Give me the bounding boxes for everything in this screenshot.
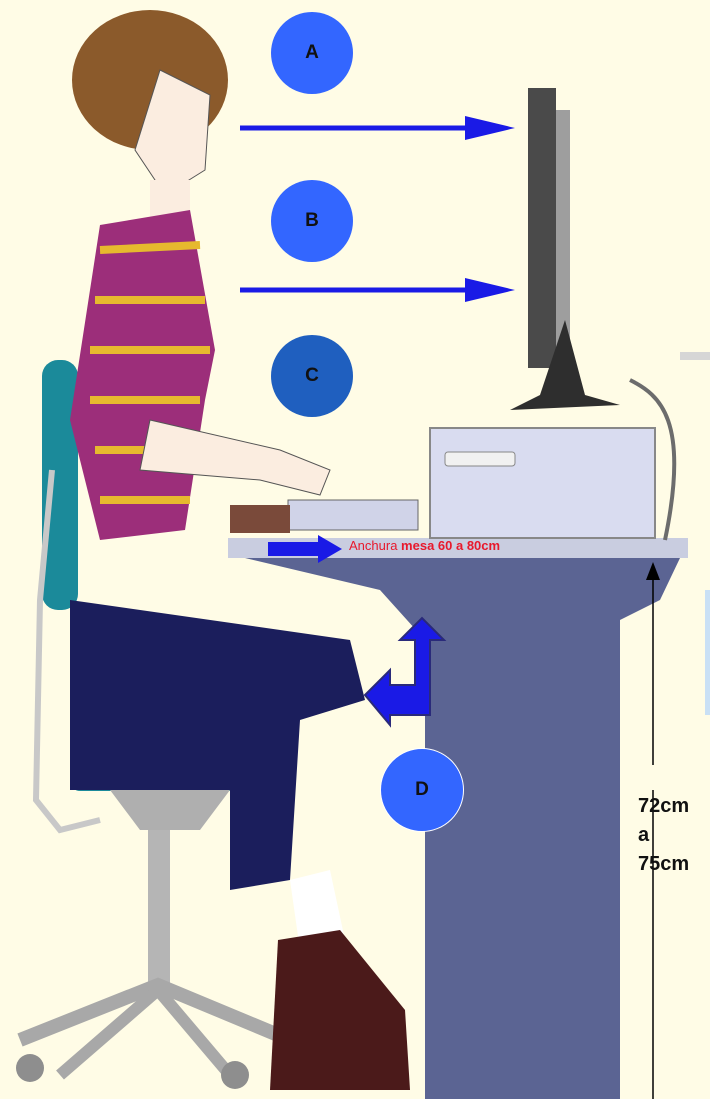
- desk-width-label-prefix: Anchura: [349, 538, 401, 553]
- desk-height-min: 72cm: [638, 792, 689, 821]
- desk-height-label: 72cm a 75cm: [638, 792, 689, 879]
- badge-d: D: [380, 748, 464, 832]
- desk-width-label: Anchura mesa 60 a 80cm: [349, 538, 500, 553]
- desk-height-connector: a: [638, 821, 689, 850]
- desk-height-max: 75cm: [638, 850, 689, 879]
- desk-width-label-value: mesa 60 a 80cm: [401, 538, 500, 553]
- badge-b: B: [271, 180, 353, 262]
- badge-a: A: [271, 12, 353, 94]
- badge-c: C: [271, 335, 353, 417]
